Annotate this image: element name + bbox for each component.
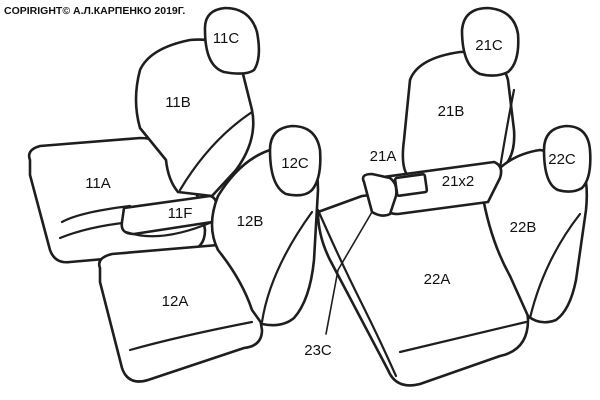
label-21b: 21B [438, 103, 465, 120]
seat-21-backrest [401, 50, 516, 180]
seat-22-headrest [542, 124, 592, 193]
leader-23c [325, 211, 373, 335]
seat-21-headrest [460, 6, 520, 77]
label-11f: 11F [168, 205, 193, 222]
armrest-11f-base [124, 220, 214, 238]
label-12b: 12B [237, 213, 264, 230]
seat-12-backrest-side [260, 210, 314, 324]
label-11a: 11A [85, 175, 111, 192]
label-22c: 22C [548, 151, 576, 168]
seat-11-cushion [27, 136, 207, 264]
rear-bench-cushion-front [398, 320, 528, 354]
cushion-separation-line [316, 208, 398, 378]
seat-12-cushion-front [128, 320, 254, 352]
label-22a: 22A [424, 271, 451, 288]
label-11c: 11C [213, 30, 240, 47]
label-23c: 23C [304, 342, 332, 359]
seat-11-backrest-side [178, 110, 254, 192]
seat-22-backrest [480, 148, 589, 324]
copyright-notice: COPIRIGHT© А.Л.КАРПЕНКО 2019Г. [4, 5, 185, 17]
label-21x2: 21x2 [442, 173, 475, 190]
label-21c: 21C [475, 37, 503, 54]
seat-11-headrest [203, 6, 261, 75]
label-12c: 12C [281, 155, 309, 172]
cupholder [393, 172, 429, 198]
seat-12-headrest [268, 124, 322, 197]
label-12a: 12A [162, 293, 189, 310]
seat-21-backrest-side [498, 88, 516, 170]
seat-22-backrest-side [528, 212, 582, 320]
armrest-23c [361, 172, 398, 217]
label-21a: 21A [370, 148, 397, 165]
label-22b: 22B [510, 219, 537, 236]
seat-11-backrest [134, 38, 255, 198]
label-11b: 11B [165, 94, 191, 111]
